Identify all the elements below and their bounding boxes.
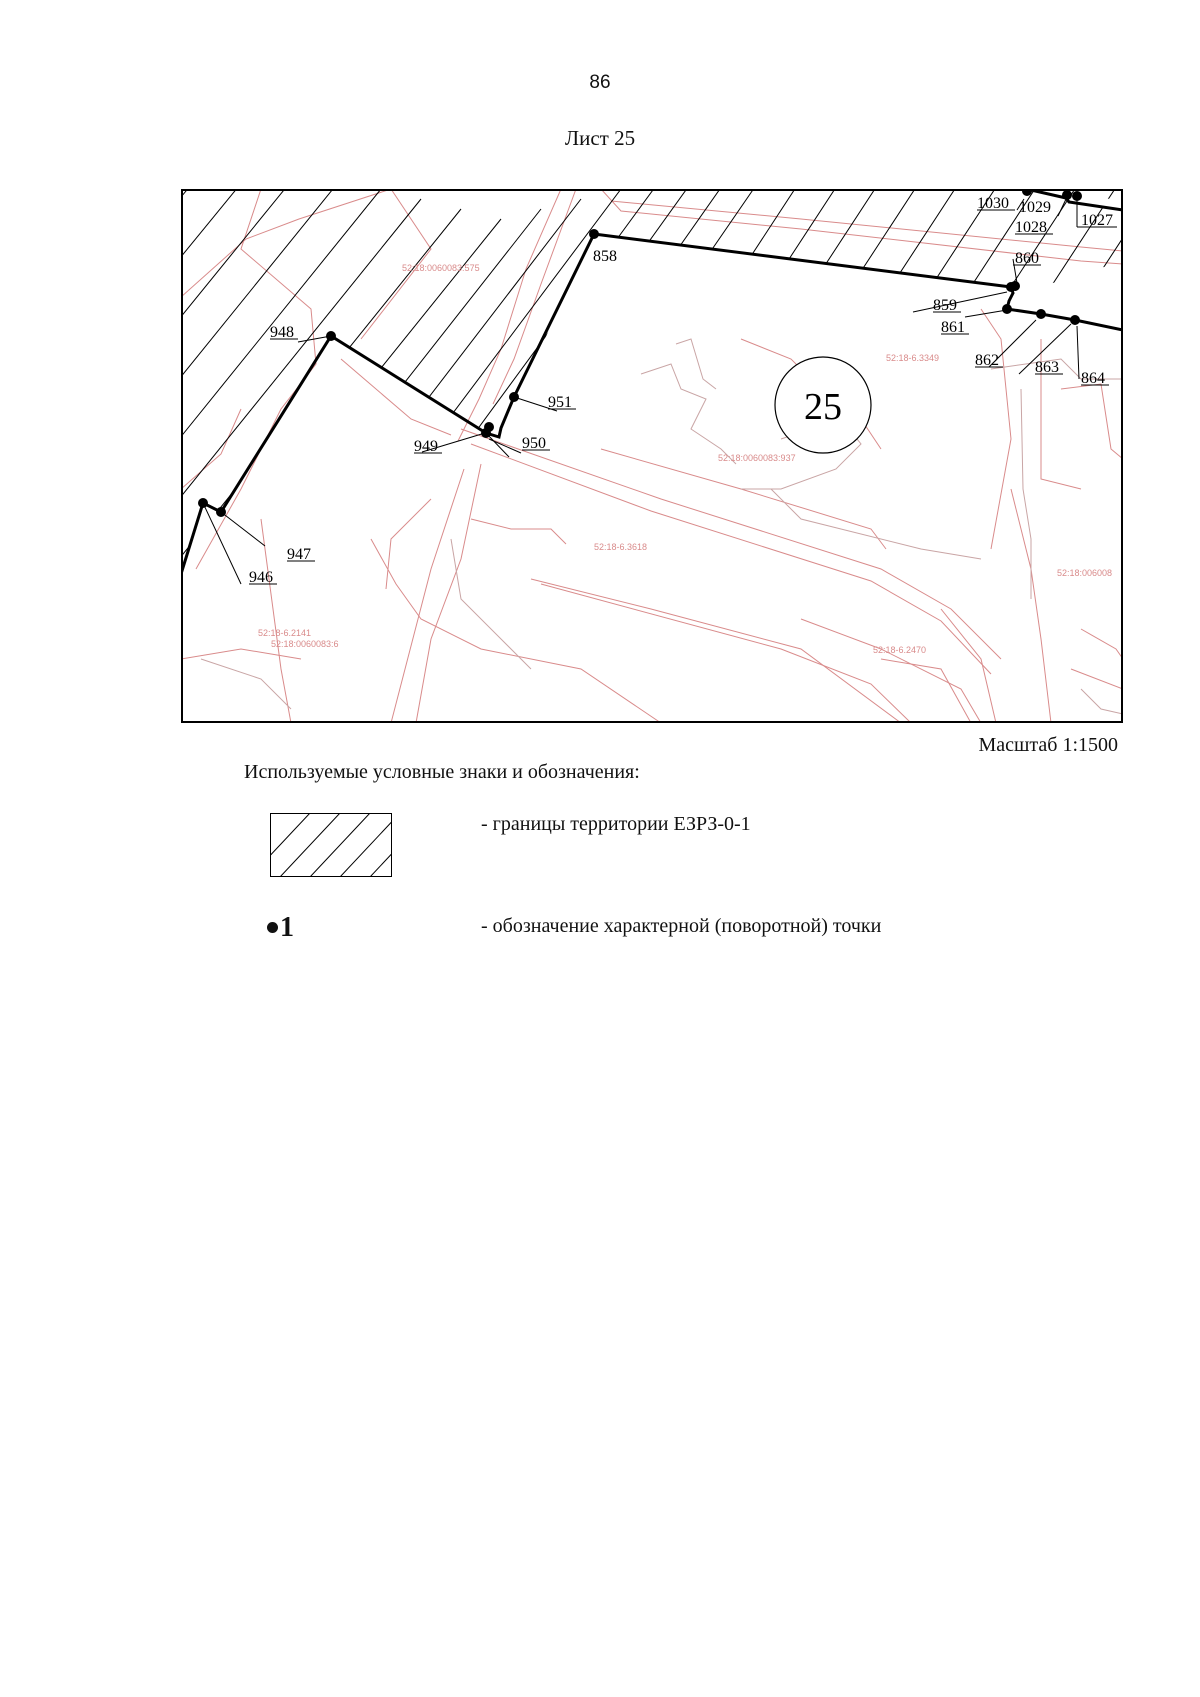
cadastral-label: 52:18:0060083:937 [718, 453, 796, 463]
hatched-territory [181, 189, 1123, 574]
legend-point-number: 1 [280, 912, 294, 943]
base-map-lines: 1030 1029 1028 1027 858 860 859 861 862 … [181, 189, 1123, 723]
label-underlines [249, 209, 1117, 585]
map-frame [181, 189, 1123, 723]
cadastral-label: 52:18-6.2141 [258, 628, 311, 638]
cadastral-label: 52:18-6.3349 [886, 353, 939, 363]
cadastral-label: 52:18-6.3618 [594, 542, 647, 552]
label-1030: 1030 [977, 195, 1009, 212]
territory-boundary [181, 189, 1123, 575]
label-862: 862 [975, 352, 999, 369]
cadastral-label: 52:18:0060083:575 [402, 263, 480, 273]
label-860: 860 [1015, 250, 1039, 267]
sheet-title: Лист 25 [564, 126, 636, 150]
cadastral-label: 52:18:006008 [1057, 568, 1112, 578]
label-948: 948 [270, 324, 294, 341]
cadastral-label: 52:18:0060083:6 [271, 639, 339, 649]
point-dot-icon [267, 922, 278, 934]
zone-number-marker: 25 [774, 356, 872, 454]
label-863: 863 [1035, 359, 1059, 376]
label-859: 859 [933, 297, 957, 314]
label-1027: 1027 [1081, 212, 1113, 229]
label-858: 858 [593, 248, 617, 265]
label-951: 951 [548, 394, 572, 411]
point-leaders [202, 196, 1117, 585]
cadastral-label: 52:18-6.2470 [873, 645, 926, 655]
label-949: 949 [414, 438, 438, 455]
legend-point-description: - обозначение характерной (поворотной) т… [481, 915, 882, 937]
label-1029: 1029 [1019, 199, 1051, 216]
legend-title: Используемые условные знаки и обозначени… [244, 761, 640, 783]
label-1028: 1028 [1015, 219, 1047, 236]
map-scale: Масштаб 1:1500 [978, 734, 1118, 756]
label-946: 946 [249, 569, 273, 586]
cadastral-map: 1030 1029 1028 1027 858 860 859 861 862 … [181, 189, 1123, 723]
label-950: 950 [522, 435, 546, 452]
label-947: 947 [287, 546, 311, 563]
legend-point-symbol: 1 [267, 910, 307, 946]
page-number: 86 [589, 72, 611, 93]
zone-number: 25 [804, 386, 842, 428]
label-861: 861 [941, 319, 965, 336]
turning-points [198, 189, 1082, 517]
legend-hatch-swatch [270, 813, 392, 877]
label-864: 864 [1081, 370, 1105, 387]
legend-hatch-description: - границы территории ЕЗРЗ-0-1 [481, 813, 751, 835]
